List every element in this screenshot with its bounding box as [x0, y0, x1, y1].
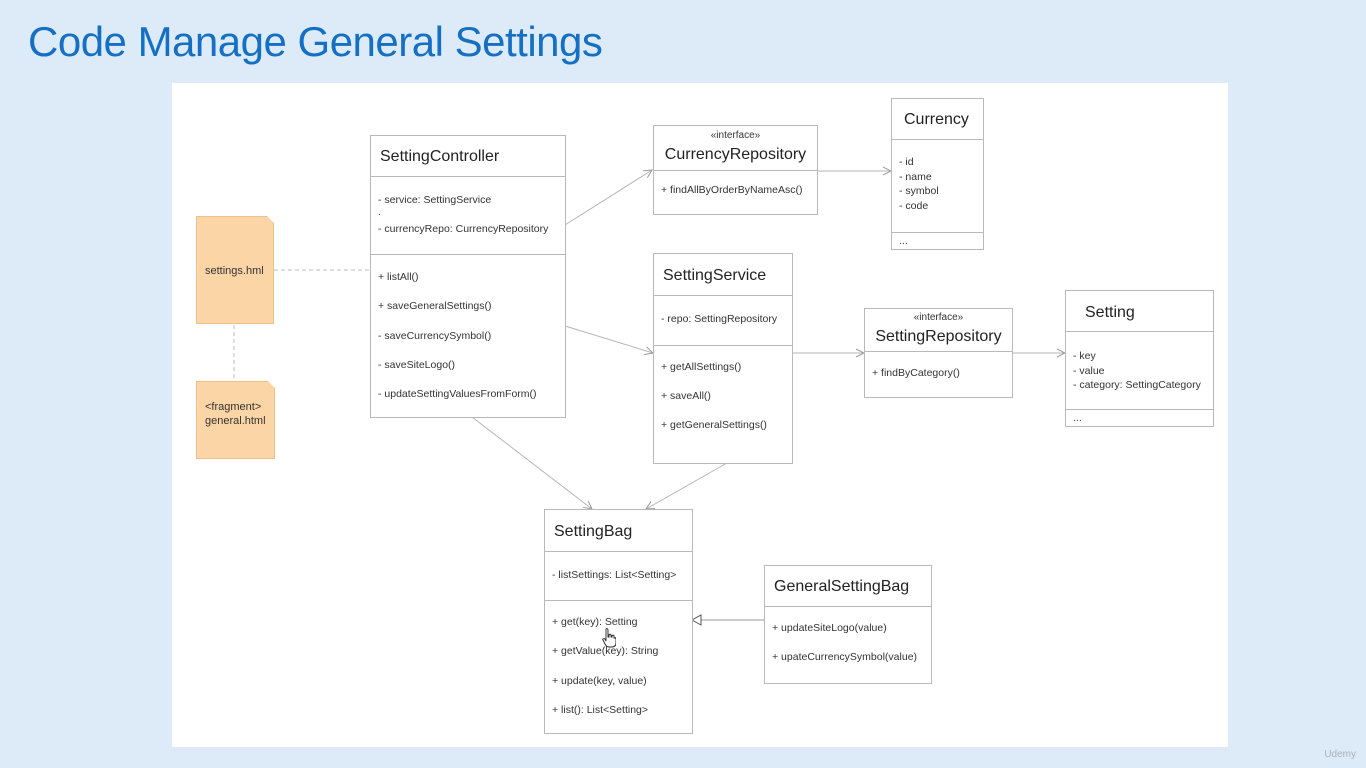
- fragment-stereotype: <fragment>: [205, 401, 262, 413]
- attribute: - currencyRepo: CurrencyRepository: [378, 223, 549, 235]
- methods-section: + findByCategory(): [865, 352, 1012, 397]
- controller-to-currencyrepo: [564, 170, 652, 226]
- attribute: - code: [899, 200, 929, 212]
- attribute: - listSettings: List<Setting>: [552, 569, 677, 581]
- currency-class: Currency - id - name - symbol - code ...: [891, 98, 984, 250]
- class-name: SettingController: [380, 148, 500, 165]
- method: + update(key, value): [552, 675, 647, 687]
- interface-stereotype: «interface»: [710, 130, 761, 141]
- method: - updateSettingValuesFromForm(): [378, 388, 537, 400]
- attribute: - name: [899, 171, 932, 183]
- more-ellipsis: ...: [899, 235, 908, 247]
- more-ellipsis: ...: [1073, 412, 1082, 424]
- controller-to-service: [564, 325, 653, 353]
- general-fragment-file: <fragment> general.html: [196, 381, 275, 459]
- method: + getValue(key): String: [552, 645, 659, 657]
- fragment-file-label: general.html: [205, 415, 266, 427]
- service-to-bag: [646, 462, 728, 509]
- class-name: SettingBag: [554, 523, 633, 540]
- method: + saveAll(): [661, 390, 711, 402]
- class-header: SettingService: [654, 254, 792, 296]
- setting-bag-class: SettingBag - listSettings: List<Setting>…: [544, 509, 693, 734]
- class-name: CurrencyRepository: [664, 146, 807, 163]
- class-header: SettingController: [371, 136, 565, 177]
- settings-file: settings.hml: [196, 216, 274, 324]
- methods-section: + updateSiteLogo(value) + upateCurrencyS…: [765, 607, 931, 683]
- method: + updateSiteLogo(value): [772, 622, 887, 634]
- class-header: Currency: [892, 99, 983, 140]
- method: + get(key): Setting: [552, 616, 638, 628]
- class-header: GeneralSettingBag: [765, 566, 931, 607]
- slide-title: Code Manage General Settings: [28, 18, 603, 65]
- attributes-section: - service: SettingService . - currencyRe…: [371, 177, 565, 254]
- setting-class: Setting - key - value - category: Settin…: [1065, 290, 1214, 427]
- method: + upateCurrencySymbol(value): [772, 651, 918, 663]
- attributes-section: - id - name - symbol - code: [892, 140, 983, 232]
- attribute: - repo: SettingRepository: [661, 313, 778, 325]
- currency-repository-interface: «interface» CurrencyRepository + findAll…: [653, 125, 818, 215]
- attribute: - service: SettingService: [378, 194, 492, 206]
- attribute: .: [378, 206, 381, 218]
- settings-file-label: settings.hml: [205, 265, 264, 277]
- attribute: - symbol: [899, 185, 939, 197]
- method: + getAllSettings(): [661, 361, 742, 373]
- attribute: - category: SettingCategory: [1073, 379, 1201, 391]
- methods-section: + findAllByOrderByNameAsc(): [654, 171, 817, 215]
- class-name: Currency: [904, 111, 969, 128]
- methods-section: + getAllSettings() + saveAll() + getGene…: [654, 345, 792, 463]
- class-header: SettingBag: [545, 510, 692, 552]
- diagram-canvas: settings.hml <fragment> general.html Set…: [172, 83, 1228, 747]
- general-setting-bag-class: GeneralSettingBag + updateSiteLogo(value…: [764, 565, 932, 684]
- interface-stereotype: «interface»: [913, 312, 964, 323]
- attribute: - key: [1073, 350, 1096, 362]
- attributes-section: - listSettings: List<Setting>: [545, 552, 692, 600]
- setting-repository-interface: «interface» SettingRepository + findByCa…: [864, 308, 1013, 398]
- method: - saveSiteLogo(): [378, 359, 456, 371]
- method: + getGeneralSettings(): [661, 419, 767, 431]
- method: + listAll(): [378, 271, 419, 283]
- class-name: Setting: [1085, 304, 1135, 321]
- class-name: GeneralSettingBag: [774, 578, 910, 595]
- method: + findByCategory(): [872, 367, 960, 379]
- more-section: ...: [892, 232, 983, 249]
- setting-controller-class: SettingController - service: SettingServ…: [370, 135, 566, 418]
- hand-cursor-icon: [602, 628, 616, 648]
- attribute: - value: [1073, 365, 1105, 377]
- controller-to-bag: [471, 416, 592, 509]
- attributes-section: - repo: SettingRepository: [654, 296, 792, 345]
- udemy-watermark: Udemy: [1324, 749, 1356, 760]
- methods-section: + listAll() + saveGeneralSettings() - sa…: [371, 254, 565, 417]
- class-header: «interface» SettingRepository: [865, 309, 1012, 352]
- method: + findAllByOrderByNameAsc(): [661, 184, 803, 196]
- class-header: «interface» CurrencyRepository: [654, 126, 817, 171]
- attribute: - id: [899, 156, 914, 168]
- class-header: Setting: [1066, 291, 1213, 332]
- method: + saveGeneralSettings(): [378, 300, 492, 312]
- methods-section: + get(key): Setting + getValue(key): Str…: [545, 600, 692, 733]
- setting-service-class: SettingService - repo: SettingRepository…: [653, 253, 793, 464]
- attributes-section: - key - value - category: SettingCategor…: [1066, 332, 1213, 409]
- method: + list(): List<Setting>: [552, 704, 649, 716]
- more-section: ...: [1066, 409, 1213, 426]
- method: - saveCurrencySymbol(): [378, 330, 492, 342]
- class-name: SettingService: [663, 267, 767, 284]
- class-name: SettingRepository: [875, 328, 1002, 345]
